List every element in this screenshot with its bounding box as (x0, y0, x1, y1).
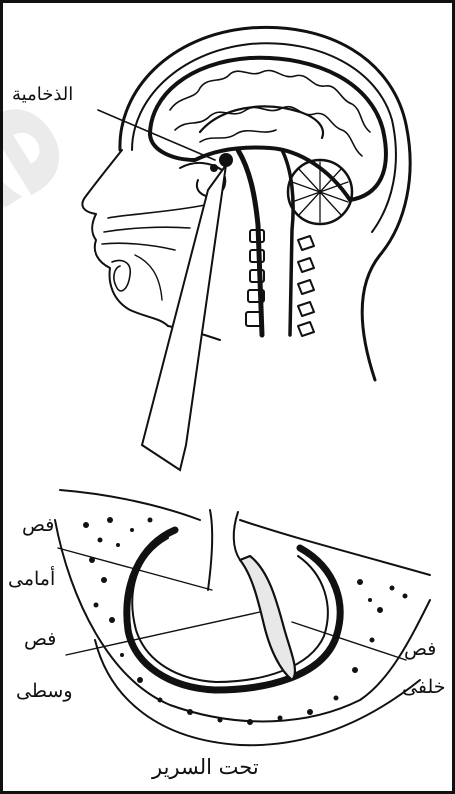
middle-lobe-band (240, 556, 295, 680)
corpus-callosum (200, 106, 323, 138)
posterior-lobe-label-line1: فص (404, 638, 436, 660)
anterior-lobe-label-line1: فص (22, 514, 54, 536)
face-profile (82, 150, 168, 326)
oral-region (112, 261, 130, 291)
posterior-lobe-label-line2: خلفى (402, 676, 445, 698)
brain-gyri (170, 70, 370, 156)
cerebrum (150, 58, 386, 200)
sella-rim (127, 530, 340, 690)
bone-lower (95, 640, 420, 745)
infundibulum (208, 510, 240, 590)
pituitary-label: الذخامية (12, 84, 73, 106)
middle-lobe-label-line2: وسطى (16, 680, 73, 702)
nasal-cavity (102, 205, 205, 250)
zoom-funnel (142, 165, 226, 470)
pituitary-detail (55, 490, 430, 745)
skull-outline (120, 27, 410, 380)
hypothalamus-label: تحت السرير (152, 756, 259, 778)
head-section (82, 27, 410, 380)
anterior-lobe-label-line2: أمامى (8, 568, 55, 590)
pituitary-leader (98, 110, 215, 160)
vertebrae (246, 230, 314, 336)
bone-specks (83, 517, 408, 725)
middle-lobe-label-line1: فص (24, 628, 56, 650)
